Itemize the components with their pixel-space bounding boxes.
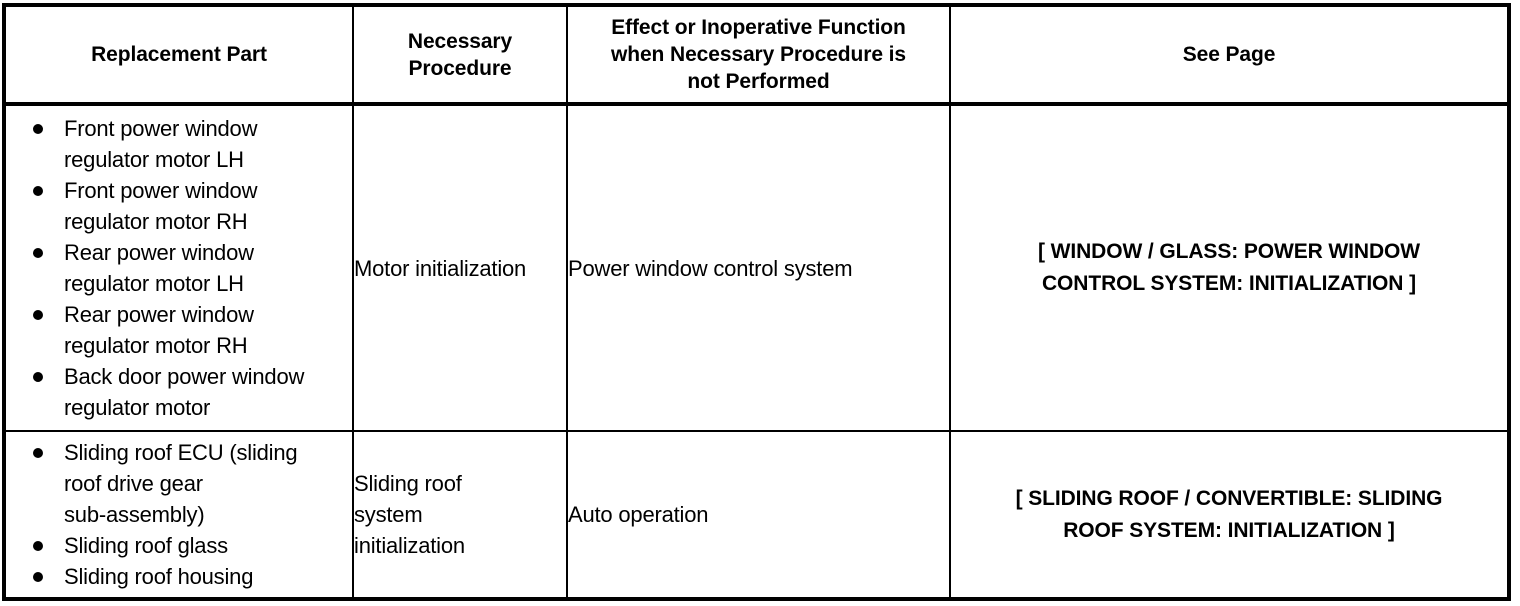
see-page-line-1: [ SLIDING ROOF / CONVERTIBLE: SLIDING [1015,486,1443,510]
see-page-line-2: ROOF SYSTEM: INITIALIZATION ] [1063,518,1395,542]
table-row: Front power window regulator motor LH Fr… [3,101,1510,433]
list-item-line: Front power window [64,178,258,204]
column-header-replacement-part-label: Replacement Part [91,43,267,66]
column-header-effect-inoperative-function: Effect or Inoperative Function when Nece… [566,4,951,105]
bullet-icon [33,448,43,459]
effect-header-line-3: not Performed [687,70,830,93]
bullet-icon [33,124,43,135]
column-header-effect-label: Effect or Inoperative Function when Nece… [568,14,949,95]
bullet-icon [33,541,43,552]
bullet-icon [33,372,43,383]
list-item-line: regulator motor RH [64,209,248,235]
see-page-line-1: [ WINDOW / GLASS: POWER WINDOW [1038,240,1420,264]
bullet-icon [33,248,43,259]
row-2-see-page-cell: [ SLIDING ROOF / CONVERTIBLE: SLIDING RO… [949,430,1510,600]
row-2-effect-cell: Auto operation [566,430,951,600]
list-item: Front power window regulator motor RH [6,175,352,237]
list-item-line: roof drive gear [64,471,203,497]
bullet-icon [33,186,43,197]
row-2-parts-list: Sliding roof ECU (sliding roof drive gea… [6,437,352,592]
list-item-line: regulator motor [64,395,211,421]
see-page-line-2: CONTROL SYSTEM: INITIALIZATION ] [1041,272,1416,296]
row-2-replacement-parts-cell: Sliding roof ECU (sliding roof drive gea… [3,430,354,600]
list-item-line: Sliding roof housing [64,564,254,590]
list-item-line: regulator motor LH [64,271,244,297]
necessary-procedure-line-1: Necessary [407,29,513,53]
list-item: Sliding roof housing [6,561,352,592]
table-row: Sliding roof ECU (sliding roof drive gea… [3,430,1510,600]
list-item: Front power window regulator motor LH [6,113,352,175]
row-1-replacement-parts-cell: Front power window regulator motor LH Fr… [3,101,354,433]
list-item: Rear power window regulator motor RH [6,299,352,361]
list-item-line: regulator motor RH [64,333,248,359]
list-item: Back door power window regulator motor [6,361,352,423]
list-item-line: Front power window [64,116,258,142]
row-1-see-page-cell: [ WINDOW / GLASS: POWER WINDOW CONTROL S… [949,101,1510,433]
list-item-line: Rear power window [64,240,254,266]
bullet-icon [33,310,43,321]
column-header-see-page: See Page [949,4,1510,105]
procedure-line-3: initialization [354,533,465,559]
column-header-see-page-label: See Page [1182,43,1276,66]
row-1-necessary-procedure-cell: Motor initialization [352,101,568,433]
bullet-icon [33,572,43,583]
list-item-line: Sliding roof glass [64,533,228,559]
procedure-line-2: system [354,502,423,528]
list-item-line: Back door power window [64,364,305,390]
list-item-line: sub-assembly) [64,502,205,528]
table-header-row: Replacement Part Necessary Procedure Eff… [3,4,1510,105]
row-2-necessary-procedure-cell: Sliding roof system initialization [352,430,568,600]
list-item: Sliding roof ECU (sliding roof drive gea… [6,437,352,530]
list-item-line: regulator motor LH [64,147,244,173]
column-header-necessary-procedure: Necessary Procedure [352,4,568,105]
row-1-parts-list: Front power window regulator motor LH Fr… [6,113,352,423]
list-item: Sliding roof glass [6,530,352,561]
necessary-procedure-line-2: Procedure [408,56,512,80]
list-item-line: Rear power window [64,302,254,328]
list-item: Rear power window regulator motor LH [6,237,352,299]
column-header-necessary-procedure-label: Necessary Procedure [354,28,566,82]
list-item-line: Sliding roof ECU (sliding [64,440,298,466]
column-header-replacement-part: Replacement Part [3,4,354,105]
replacement-part-procedure-table: Replacement Part Necessary Procedure Eff… [2,3,1511,601]
spec-table-container: Replacement Part Necessary Procedure Eff… [2,3,1511,601]
procedure-line-1: Sliding roof [354,471,462,497]
row-1-effect-cell: Power window control system [566,101,951,433]
effect-header-line-1: Effect or Inoperative Function [611,16,906,39]
effect-header-line-2: when Necessary Procedure is [611,43,906,66]
